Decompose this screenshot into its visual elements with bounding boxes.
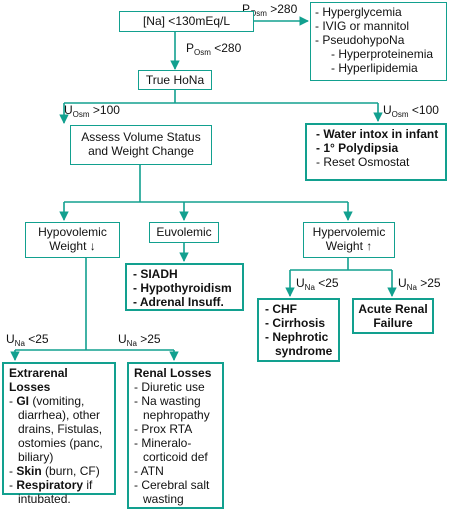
serum-sodium-box: [Na] <130mEq/L [119,11,254,32]
hyperosm-item: - PseudohypoNa [315,33,405,47]
hyperosmolar-causes-box: - Hyperglycemia - IVIG or mannitol - Pse… [310,2,447,81]
hyperosm-subitem: - Hyperlipidemia [331,61,418,75]
branch-true-hona [64,89,378,104]
label-una-lt-25-hyper: UNa <25 [296,276,339,292]
branch-hypovolemic [15,258,174,351]
hyperosm-subitem: - Hyperproteinemia [331,47,434,61]
branch-assess [64,165,348,203]
label-uosm-gt-100: UOsm >100 [64,103,120,119]
label-uosm-lt-100: UOsm <100 [383,103,439,119]
hypovolemic-box: Hypovolemic Weight ↓ [25,222,120,258]
extrarenal-title: Extrarenal Losses [9,366,68,394]
branch-hypervolemic [290,258,392,271]
acute-renal-failure-box: Acute Renal Failure [352,298,434,334]
renal-title: Renal Losses [134,366,212,380]
label-una-gt-25-hypo: UNa >25 [118,332,161,348]
label-una-lt-25-hypo: UNa <25 [6,332,49,348]
chf-cirrhosis-box: - CHF - Cirrhosis - Nephrotic syndrome [257,298,340,362]
hyperosm-item: - Hyperglycemia [315,5,402,19]
renal-losses-box: Renal Losses - Diuretic use - Na wasting… [127,362,224,509]
hypervolemic-box: Hypervolemic Weight ↑ [303,222,395,258]
label-una-gt-25-hyper: UNa >25 [398,276,441,292]
label-posm-lt-280: POsm <280 [186,41,242,57]
label-posm-gt-280: POsm >280 [242,2,298,18]
true-hona-box: True HoNa [138,70,212,90]
low-uosm-causes-box: - Water intox in infant - 1° Polydipsia … [305,123,447,181]
euvolemic-box: Euvolemic [149,222,219,243]
assess-volume-box: Assess Volume Status and Weight Change [70,125,212,165]
hyperosm-item: - IVIG or mannitol [315,19,410,33]
extrarenal-losses-box: Extrarenal Losses - GI (vomiting, diarrh… [2,362,116,506]
euvolemic-causes-box: - SIADH - Hypothyroidism - Adrenal Insuf… [125,263,244,311]
